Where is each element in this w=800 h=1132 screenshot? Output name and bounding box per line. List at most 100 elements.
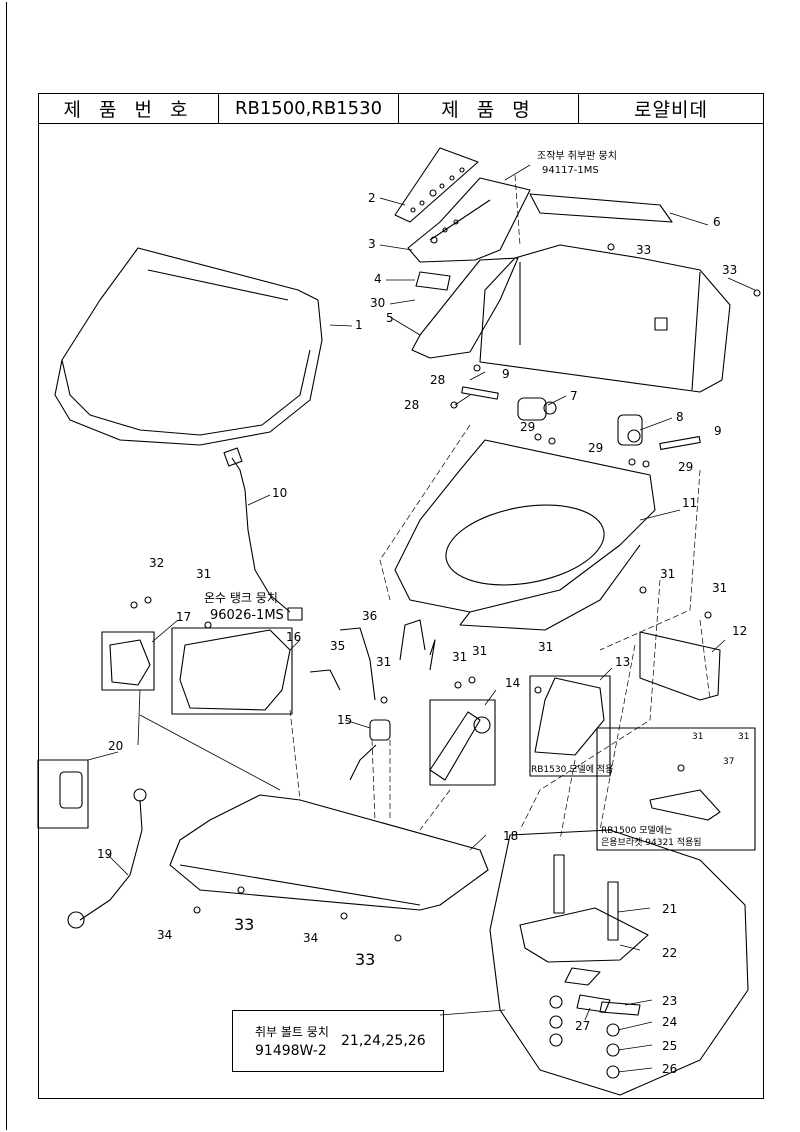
power-cord [223,447,303,621]
mounting-plate [519,907,649,963]
nozzle-assembly [429,699,496,786]
part-label-9b: 9 [714,424,722,438]
tank-assembly-code: 96026-1MS [210,608,284,623]
part-label-26: 26 [662,1062,678,1076]
rubber-washer [564,967,601,986]
part-label-7: 7 [570,389,578,403]
tank-assembly-name: 온수 탱크 뭉치 [204,591,278,605]
part-label-1: 1 [355,318,363,332]
control-panel [407,177,531,263]
nozzle-cover [534,677,605,756]
part-label-17: 17 [176,610,192,624]
part-label-4: 4 [374,272,382,286]
bolt-assembly-outline [489,829,749,1096]
hose-36 [339,627,376,701]
note-frame-rb1530 [529,675,611,777]
part-label-28a: 28 [430,373,446,387]
hose-loop [399,619,436,671]
water-fitting [37,759,89,829]
part-label-21: 21 [662,902,678,916]
hinge-pin-left [461,386,499,400]
product-number: RB1500,RB1530 [219,94,399,123]
panel-assembly-name: 조작부 취부판 뭉치 [537,151,617,162]
bolt-assembly-name: 취부 볼트 뭉치 [255,1025,329,1039]
projection-lines [289,174,711,841]
part-label-31f: 31 [660,567,676,581]
spacer-23 [599,1001,641,1016]
product-name: 로얄비데 [634,99,708,121]
part-label-33b: 33 [722,263,738,277]
part-label-24: 24 [662,1015,678,1029]
part-label-33d: 33 [355,950,376,969]
part-label-31b: 31 [376,655,392,669]
part-label-34a: 34 [157,928,173,942]
upper-housing [479,244,731,393]
part-label-6: 6 [713,215,721,229]
screws [130,243,761,942]
part-label-31c: 31 [452,650,468,664]
part-label-31e: 31 [538,640,554,654]
part-label-3: 3 [368,237,376,251]
part-label-34b: 34 [303,931,319,945]
bolt-assembly-parts: 21,24,25,26 [341,1033,426,1049]
note-rb1530: RB1530 모델에 적용 [531,765,614,775]
panel-assembly-code: 94117-1MS [542,165,599,176]
panel-sheet [415,271,451,291]
part-label-23: 23 [662,994,678,1008]
part-label-8: 8 [676,410,684,424]
part-label-25: 25 [662,1039,678,1053]
rear-bracket [639,631,721,701]
flow-valve [349,719,391,781]
part-label-20: 20 [108,739,124,753]
panel-frame [411,257,519,359]
hinge-pin-right [659,436,701,450]
silver-bracket [649,789,721,821]
note-rb1500-line2: 은용브라켓 94321 적용됨 [601,838,702,848]
seat-cover-lid [54,247,323,446]
title-block: 제 품 번 호 RB1500,RB1530 제 품 명 로얄비데 [38,93,764,124]
part-label-37: 37 [723,757,735,767]
bolt-assembly-code: 91498W-2 [255,1043,327,1059]
base-plate [169,794,489,911]
bolt-assembly-box: 취부 볼트 뭉치 91498W-2 21,24,25,26 [232,1010,444,1072]
part-label-36: 36 [362,609,378,623]
part-label-29a: 29 [520,420,536,434]
top-cover-rail [529,193,673,223]
part-label-28b: 28 [404,398,420,412]
part-label-16: 16 [286,630,302,644]
supply-hose [67,788,147,929]
part-label-18: 18 [503,829,519,843]
product-name-label: 제 품 명 [399,94,579,123]
warm-water-tank [171,627,293,715]
part-label-33c: 33 [234,915,255,934]
part-label-15: 15 [337,713,353,727]
part-label-33a: 33 [636,243,652,257]
part-label-12: 12 [732,624,748,638]
part-label-31i: 31 [738,732,750,742]
part-label-9a: 9 [502,367,510,381]
part-label-31a: 31 [196,567,212,581]
part-label-22: 22 [662,946,678,960]
mounting-bolts [553,854,619,941]
note-frame-rb1500 [596,727,756,851]
part-label-13: 13 [615,655,631,669]
part-label-29c: 29 [678,460,694,474]
part-label-27: 27 [575,1019,591,1033]
nut-washer-stack [549,995,620,1079]
seat-ring [394,439,656,631]
part-label-29b: 29 [588,441,604,455]
part-label-19: 19 [97,847,113,861]
spacer-27 [576,994,611,1013]
part-label-5: 5 [386,311,394,325]
hinge-right [617,414,643,446]
part-label-10: 10 [272,486,288,500]
leader-lines [87,164,756,1073]
part-label-32: 32 [149,556,165,570]
part-label-14: 14 [505,676,521,690]
part-label-11: 11 [682,496,698,510]
hinge-left [517,397,557,421]
part-label-31g: 31 [712,581,728,595]
product-number-label: 제 품 번 호 [39,94,219,123]
note-rb1500-line1: RB1500 모델에는 [601,826,673,836]
part-label-2: 2 [368,191,376,205]
